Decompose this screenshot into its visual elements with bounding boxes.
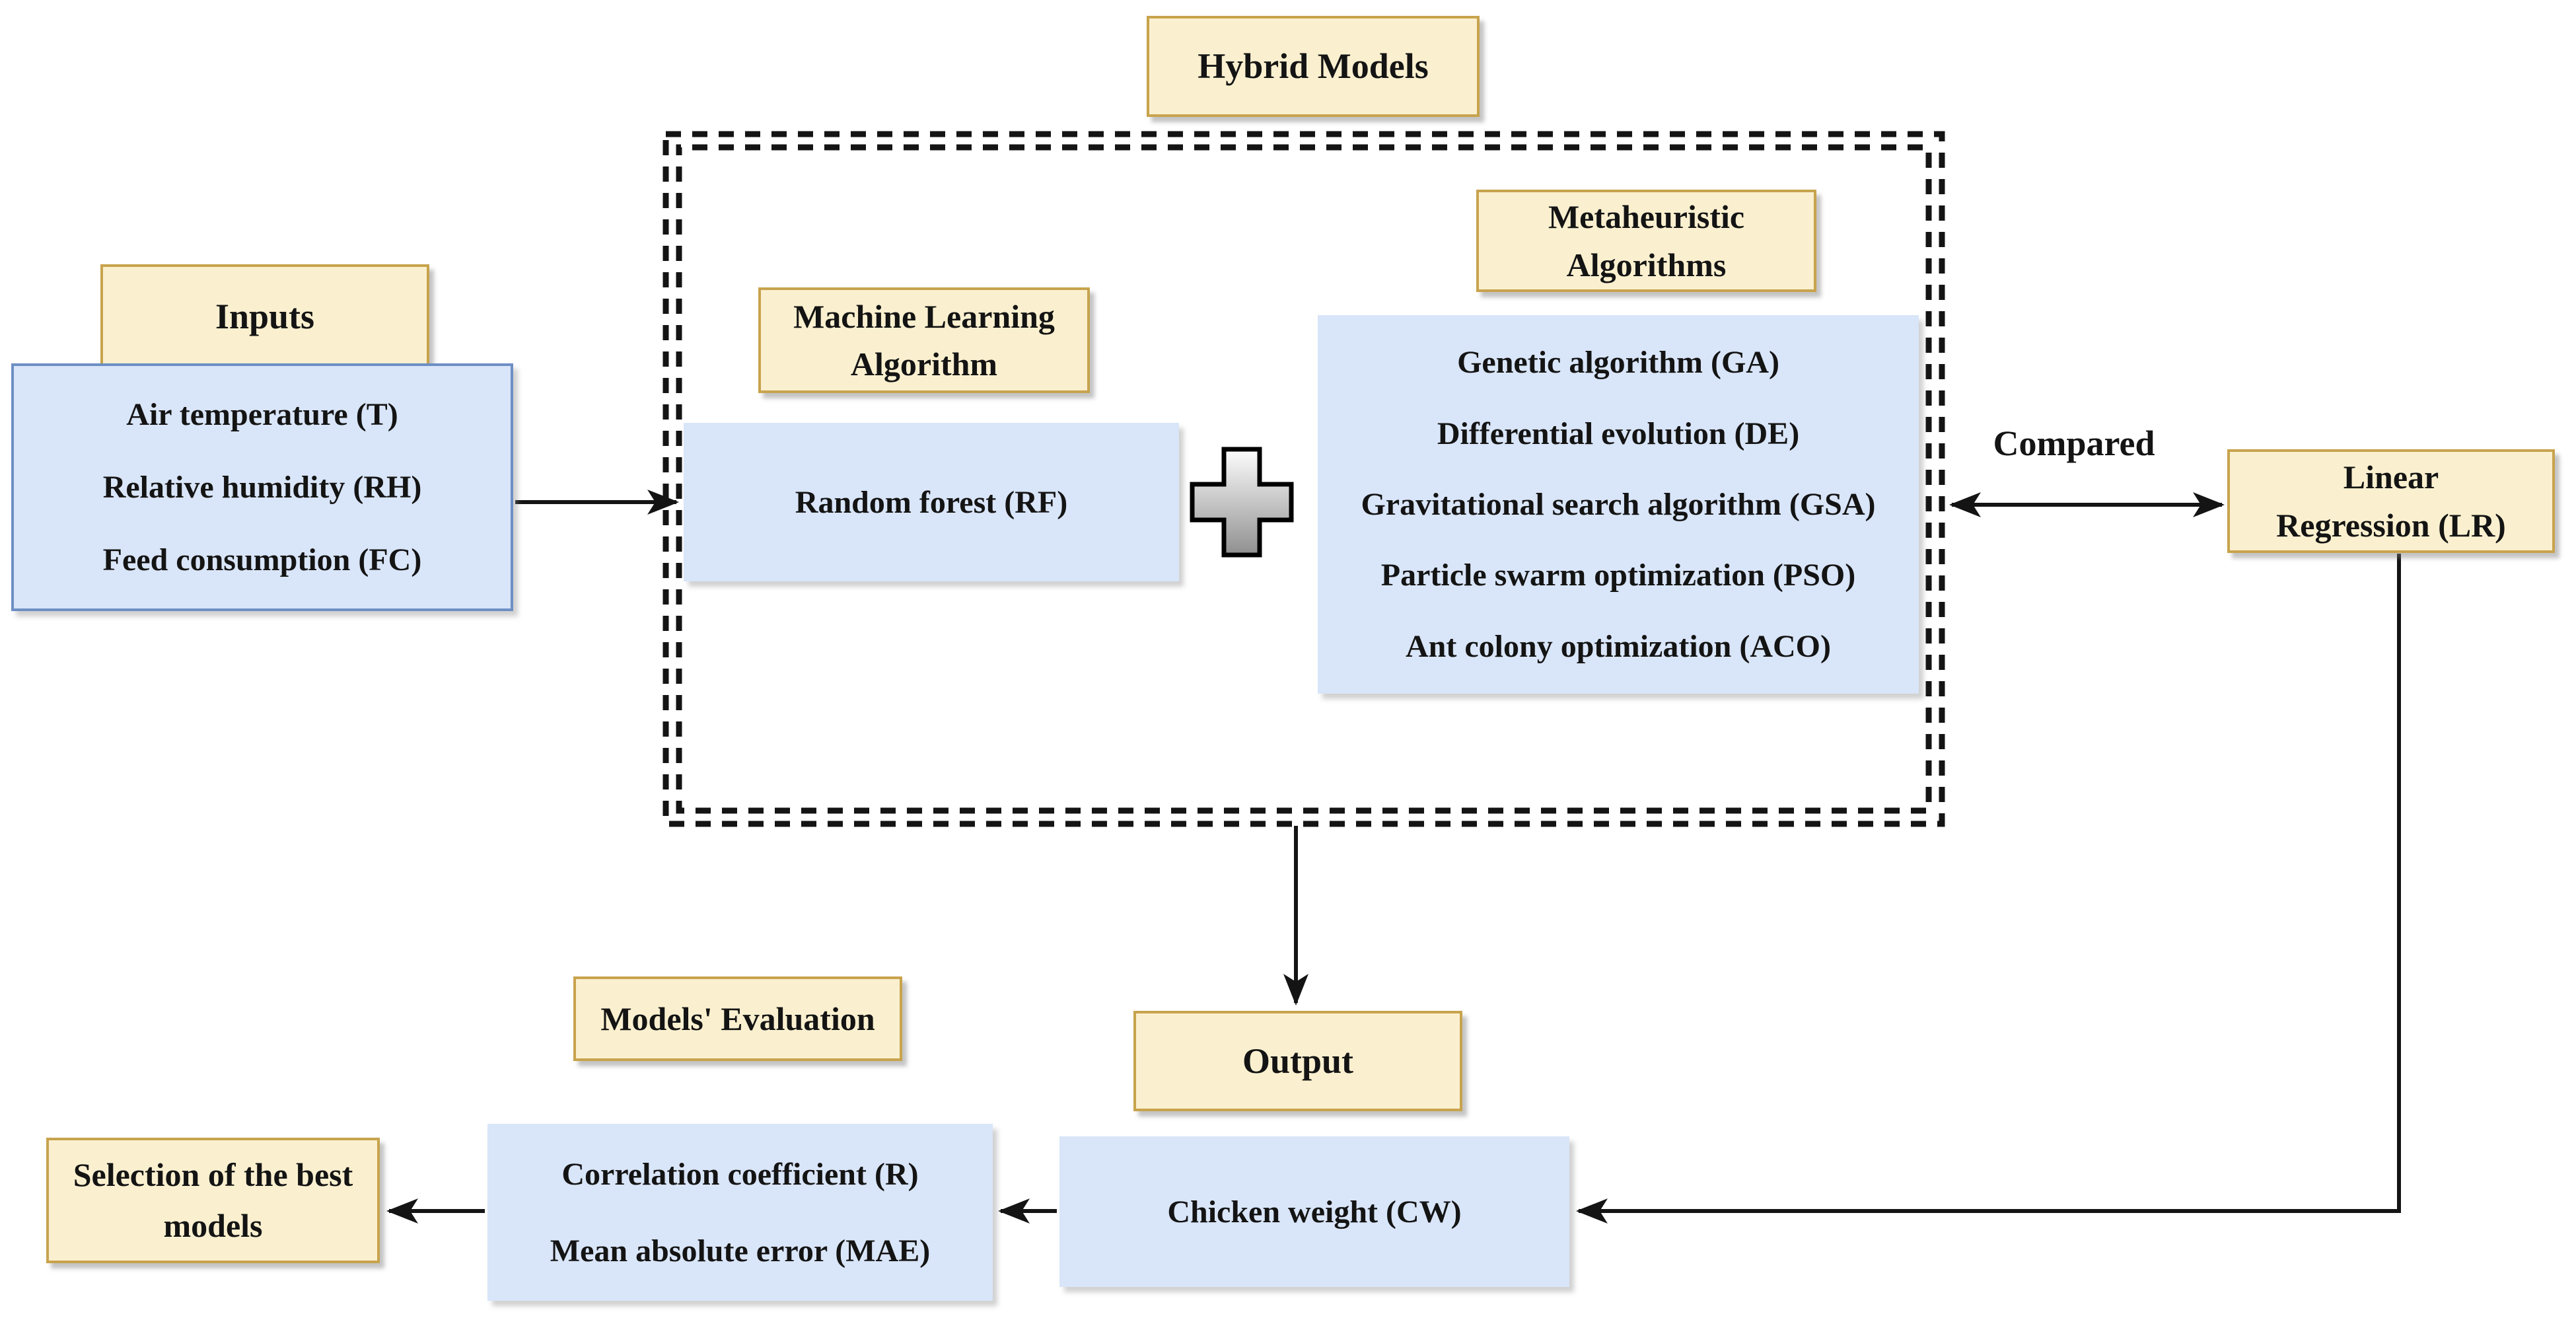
- linear-regression-node: Linear Regression (LR): [2227, 449, 2555, 553]
- list-item: Particle swarm optimization (PSO): [1380, 558, 1856, 593]
- inputs-title: Inputs: [100, 264, 429, 369]
- hybrid-models-dashed-container: [662, 131, 1945, 827]
- list-item: Genetic algorithm (GA): [1457, 345, 1779, 381]
- list-item: Mean absolute error (MAE): [550, 1233, 931, 1268]
- arrow-lr-to-chicken-weight: [1576, 554, 2401, 1224]
- evaluation-list: Correlation coefficient (R) Mean absolut…: [487, 1124, 993, 1301]
- list-item: Air temperature (T): [126, 396, 398, 432]
- list-item: Differential evolution (DE): [1437, 416, 1800, 451]
- metaheuristics-list: Genetic algorithm (GA) Differential evol…: [1318, 315, 1919, 694]
- list-item: Gravitational search algorithm (GSA): [1361, 486, 1876, 522]
- output-title: Output: [1133, 1011, 1462, 1111]
- list-item: Relative humidity (RH): [102, 469, 422, 505]
- machine-learning-title: Machine Learning Algorithm: [758, 287, 1090, 393]
- metaheuristic-title: Metaheuristic Algorithms: [1476, 190, 1816, 292]
- list-item: Ant colony optimization (ACO): [1406, 628, 1831, 664]
- list-item: Correlation coefficient (R): [561, 1156, 919, 1192]
- plus-icon: [1190, 447, 1294, 558]
- list-item: Feed consumption (FC): [102, 542, 422, 578]
- hybrid-models-title: Hybrid Models: [1147, 16, 1480, 117]
- compared-label: Compared: [1993, 423, 2155, 463]
- inputs-list: Air temperature (T) Relative humidity (R…: [11, 363, 513, 611]
- models-evaluation-title: Models' Evaluation: [573, 976, 902, 1061]
- random-forest-node: Random forest (RF): [684, 423, 1179, 581]
- selection-best-models-node: Selection of the best models: [46, 1138, 380, 1263]
- chicken-weight-node: Chicken weight (CW): [1059, 1136, 1569, 1287]
